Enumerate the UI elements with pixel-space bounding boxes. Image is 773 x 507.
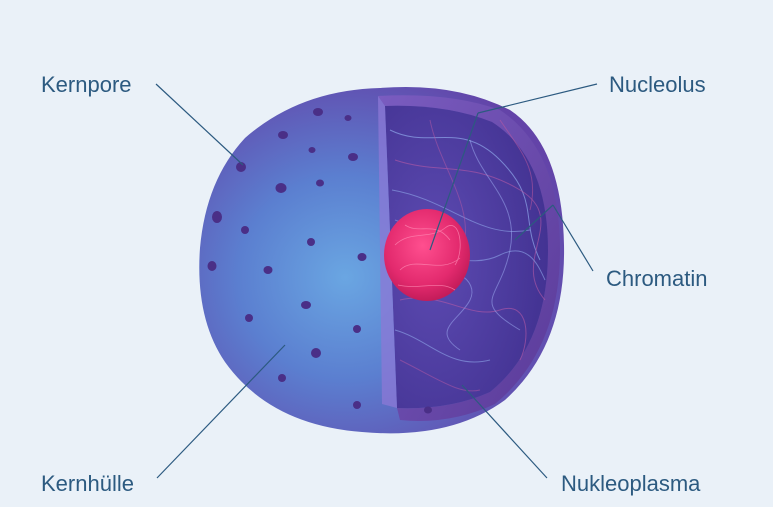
leader-kernpore (155, 83, 244, 166)
label-nukleoplasma: Nukleoplasma (561, 471, 701, 496)
leader-chromatin (552, 204, 594, 272)
leader-nucleolus-inner (429, 112, 479, 251)
label-kernpore: Kernpore (41, 72, 132, 97)
leader-kernhuelle (156, 344, 286, 479)
nucleolus-texture (394, 224, 461, 291)
label-nucleolus: Nucleolus (609, 72, 706, 97)
leader-chromatin-inner (514, 204, 554, 241)
label-chromatin: Chromatin (606, 266, 708, 291)
leader-nucleolus (477, 83, 598, 114)
leader-nukleoplasma (461, 384, 548, 479)
leader-lines (155, 83, 598, 479)
nuclear-pores (207, 108, 432, 414)
nucleolus-body (384, 209, 470, 301)
label-kernhuelle: Kernhülle (41, 471, 134, 496)
